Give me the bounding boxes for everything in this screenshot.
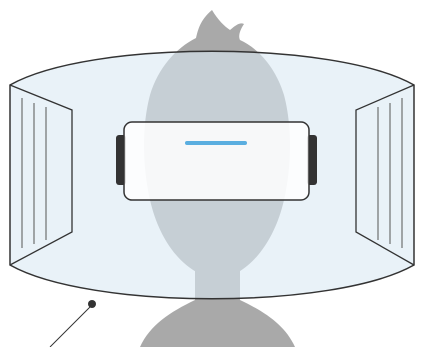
pointer-dot bbox=[88, 300, 96, 308]
vr-headset-icon bbox=[116, 122, 317, 200]
pointer-line bbox=[50, 305, 92, 347]
callout-pointer bbox=[50, 300, 96, 347]
headset-body bbox=[124, 122, 309, 200]
